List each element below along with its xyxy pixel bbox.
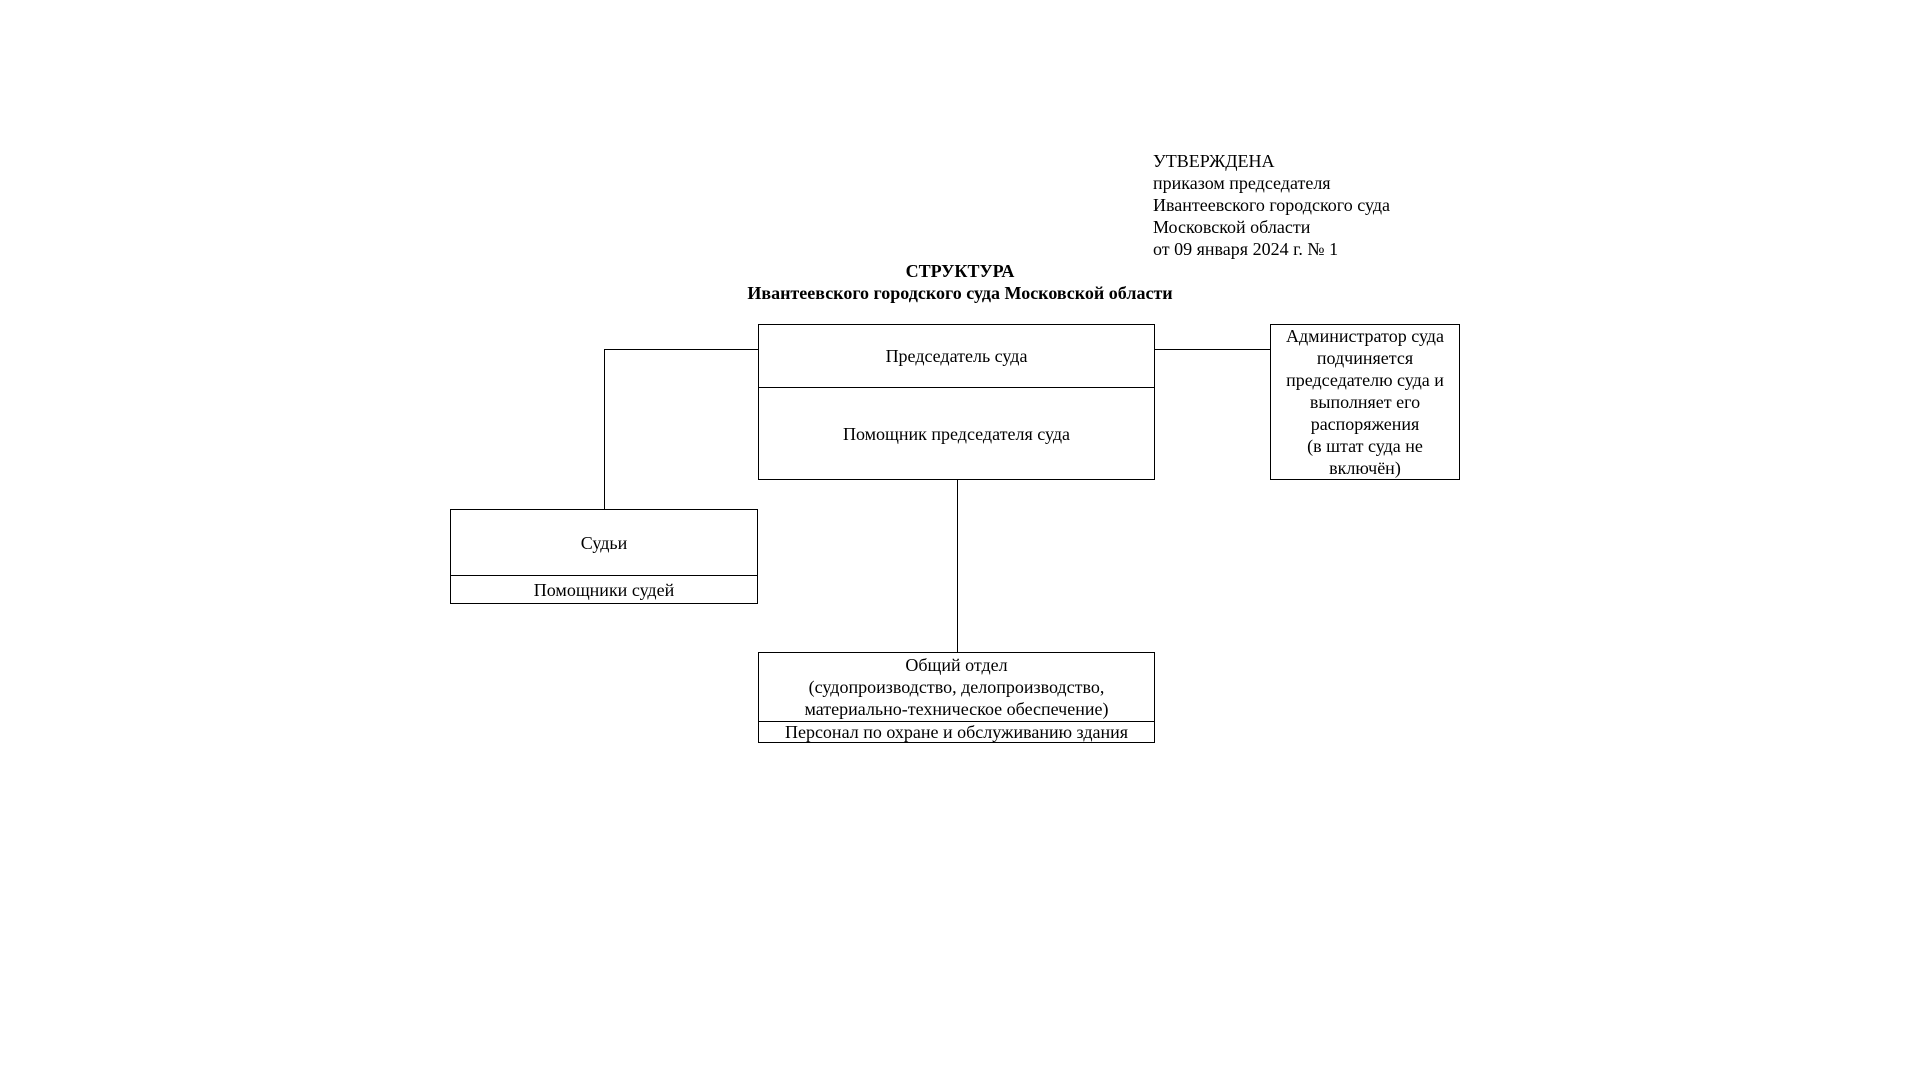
administrator-line: (в штат суда не <box>1307 436 1423 456</box>
connector-chairman-to-judges-vertical <box>604 349 605 510</box>
diagram-subtitle: Ивантеевского городского суда Московской… <box>747 283 1173 303</box>
building-staff-cell: Персонал по охране и обслуживанию здания <box>759 722 1154 742</box>
assistant-chairman-label: Помощник председателя суда <box>843 423 1070 444</box>
chairman-label: Председатель суда <box>885 346 1028 366</box>
assistant-judges-label: Помощники судей <box>533 579 675 600</box>
chairman-box: Председатель суда Помощник председателя … <box>758 324 1155 480</box>
general-dept-line: (судопроизводство, делопроизводство, <box>808 677 1105 697</box>
judges-cell: Судьи <box>451 510 757 575</box>
general-dept-line: материально-техническое обеспечение) <box>804 699 1109 719</box>
approval-line: УТВЕРЖДЕНА <box>1153 151 1275 171</box>
connector-chairman-to-administrator <box>1154 349 1271 350</box>
administrator-line: председателю суда и <box>1286 370 1444 390</box>
general-dept-divider <box>759 721 1154 722</box>
approval-line: приказом председателя <box>1153 173 1331 193</box>
administrator-line: выполняет его <box>1309 392 1421 412</box>
chairman-divider <box>759 387 1154 388</box>
administrator-line: распоряжения <box>1310 414 1420 434</box>
assistant-judges-cell: Помощники судей <box>451 576 757 603</box>
building-staff-label: Персонал по охране и обслуживанию здания <box>784 722 1129 742</box>
approval-line: от 09 января 2024 г. № 1 <box>1153 239 1339 259</box>
diagram-title: СТРУКТУРА <box>905 261 1015 281</box>
general-dept-cell: Общий отдел (судопроизводство, делопроиз… <box>759 653 1154 721</box>
approval-line: Ивантеевского городского суда <box>1153 195 1390 215</box>
approval-line: Московской области <box>1153 217 1311 237</box>
administrator-line: включён) <box>1329 458 1401 478</box>
judges-label: Судьи <box>580 532 628 553</box>
judges-box: Судьи Помощники судей <box>450 509 758 604</box>
administrator-line: подчиняется <box>1316 348 1414 368</box>
administrator-box: Администратор суда подчиняется председат… <box>1270 324 1460 480</box>
approval-block: УТВЕРЖДЕНА приказом председателя Ивантее… <box>1153 150 1390 260</box>
general-dept-box: Общий отдел (судопроизводство, делопроиз… <box>758 652 1155 743</box>
judges-divider <box>451 575 757 576</box>
assistant-chairman-cell: Помощник председателя суда <box>759 388 1154 479</box>
connector-chairman-to-general-dept <box>957 479 958 653</box>
chairman-cell: Председатель суда <box>759 325 1154 387</box>
general-dept-line: Общий отдел <box>905 655 1008 675</box>
administrator-line: Администратор суда <box>1286 326 1444 346</box>
connector-chairman-to-judges-horizontal <box>604 349 758 350</box>
